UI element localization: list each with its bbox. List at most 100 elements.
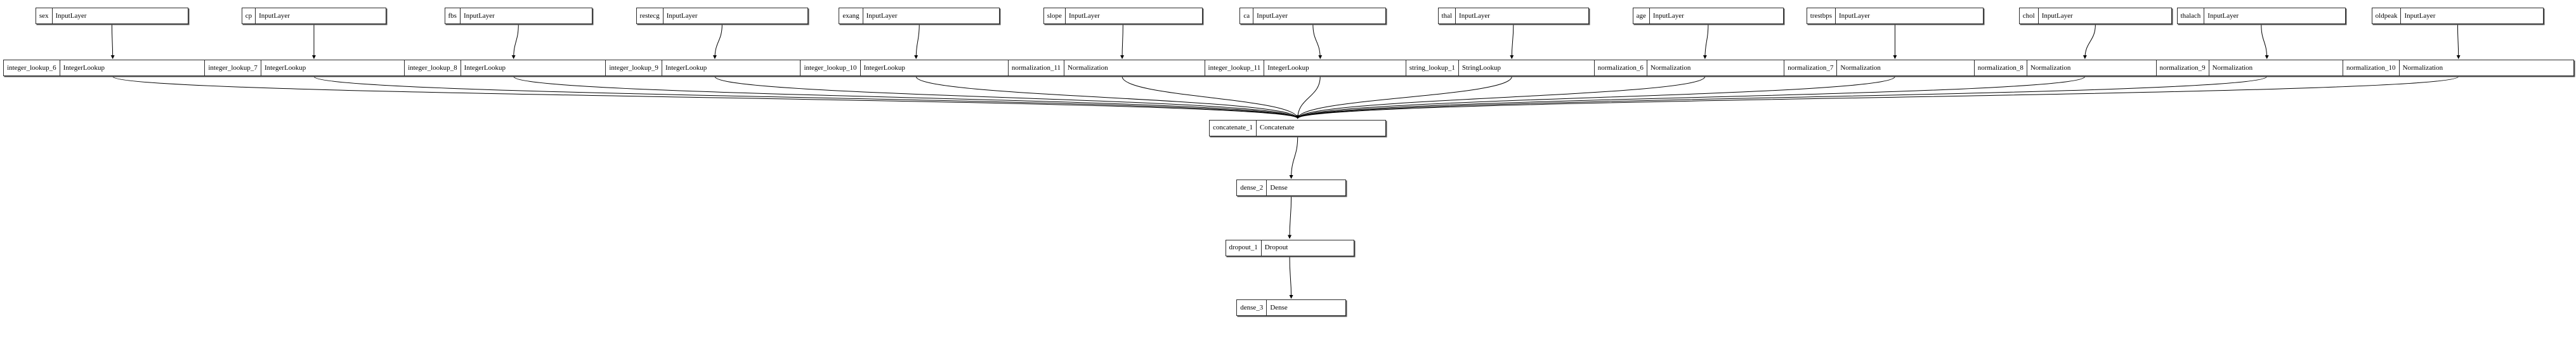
node-name-label: normalization_6 (1595, 60, 1647, 76)
graph-edge (2261, 24, 2269, 60)
node-type-label: InputLayer (1068, 11, 1100, 20)
graph-edge (1295, 76, 2086, 119)
graph-edge (1295, 76, 1512, 119)
graph-edge (112, 76, 1300, 119)
graph-edge (915, 76, 1300, 119)
node-name-label: integer_lookup_8 (405, 60, 461, 76)
node-name-label: integer_lookup_6 (4, 60, 60, 76)
node-name-label: integer_lookup_11 (1205, 60, 1265, 76)
node-type-label: InputLayer (1839, 11, 1870, 20)
node-name-label: normalization_11 (1009, 60, 1065, 76)
node-name-label: sex (36, 8, 53, 24)
node-type-label: Dropout (1264, 244, 1288, 252)
node-name-label: normalization_8 (1975, 60, 2027, 76)
graph-edge (1295, 76, 2268, 119)
node-name-label: dropout_1 (1226, 240, 1262, 256)
node-name-label: ca (1240, 8, 1254, 24)
node-type-label: IntegerLookup (1267, 63, 1309, 72)
node-type-label: InputLayer (666, 11, 698, 20)
node-type-label: StringLookup (1461, 63, 1501, 72)
node-type-label: InputLayer (1459, 11, 1490, 20)
node-type-label: IntegerLookup (63, 63, 105, 72)
node-type-label: Dense (1270, 183, 1288, 192)
graph-edge (712, 24, 722, 60)
graph-edge (1295, 76, 1895, 119)
node-name-label: normalization_9 (2157, 60, 2209, 76)
graph-edge (1295, 76, 1321, 119)
node-name-label: thal (1439, 8, 1456, 24)
node-name-label: oldpeak (2372, 8, 2402, 24)
node-type-label: IntegerLookup (264, 63, 306, 72)
node-type-label: Normalization (2212, 63, 2253, 72)
node-type-label: Normalization (2030, 63, 2071, 72)
node-type-label: InputLayer (2041, 11, 2073, 20)
node-type-label: IntegerLookup (464, 63, 506, 72)
node-type-label: Normalization (1068, 63, 1108, 72)
graph-edge (1703, 24, 1709, 60)
node-name-label: thalach (2178, 8, 2205, 24)
node-name-label: chol (2020, 8, 2039, 24)
graph-edge (511, 24, 519, 60)
node-type-label: Normalization (1650, 63, 1691, 72)
node-type-label: InputLayer (55, 11, 87, 20)
graph-edge (1295, 76, 1706, 119)
node-type-label: InputLayer (463, 11, 495, 20)
graph-edge (1289, 136, 1298, 180)
node-name-label: integer_lookup_9 (606, 60, 662, 76)
node-name-label: concatenate_1 (1210, 120, 1257, 136)
graph-edge (513, 76, 1300, 119)
node-name-label: normalization_10 (2343, 60, 2400, 76)
node-name-label: cp (242, 8, 256, 24)
node-name-label: age (1633, 8, 1650, 24)
node-type-label: Normalization (2402, 63, 2443, 72)
node-type-label: Dense (1270, 303, 1288, 311)
node-name-label: normalization_7 (1784, 60, 1838, 76)
node-type-label: InputLayer (866, 11, 898, 20)
node-name-label: integer_lookup_7 (205, 60, 261, 76)
graph-edge (1288, 196, 1292, 239)
node-name-label: dense_3 (1237, 300, 1267, 316)
graph-edge (1289, 256, 1293, 299)
graph-edge (1510, 24, 1514, 60)
node-type-label: IntegerLookup (665, 63, 707, 72)
graph-edge (2456, 24, 2461, 60)
node-type-label: InputLayer (2207, 11, 2239, 20)
graph-edge (1296, 76, 2459, 119)
node-name-label: integer_lookup_10 (801, 60, 861, 76)
graph-edge (313, 76, 1300, 119)
node-name-label: string_lookup_1 (1406, 60, 1459, 76)
node-name-label: restecg (637, 8, 664, 24)
node-name-label: dense_2 (1237, 180, 1267, 196)
node-type-label: InputLayer (2404, 11, 2436, 20)
graph-edge (914, 24, 920, 60)
graph-edge (2082, 24, 2096, 60)
